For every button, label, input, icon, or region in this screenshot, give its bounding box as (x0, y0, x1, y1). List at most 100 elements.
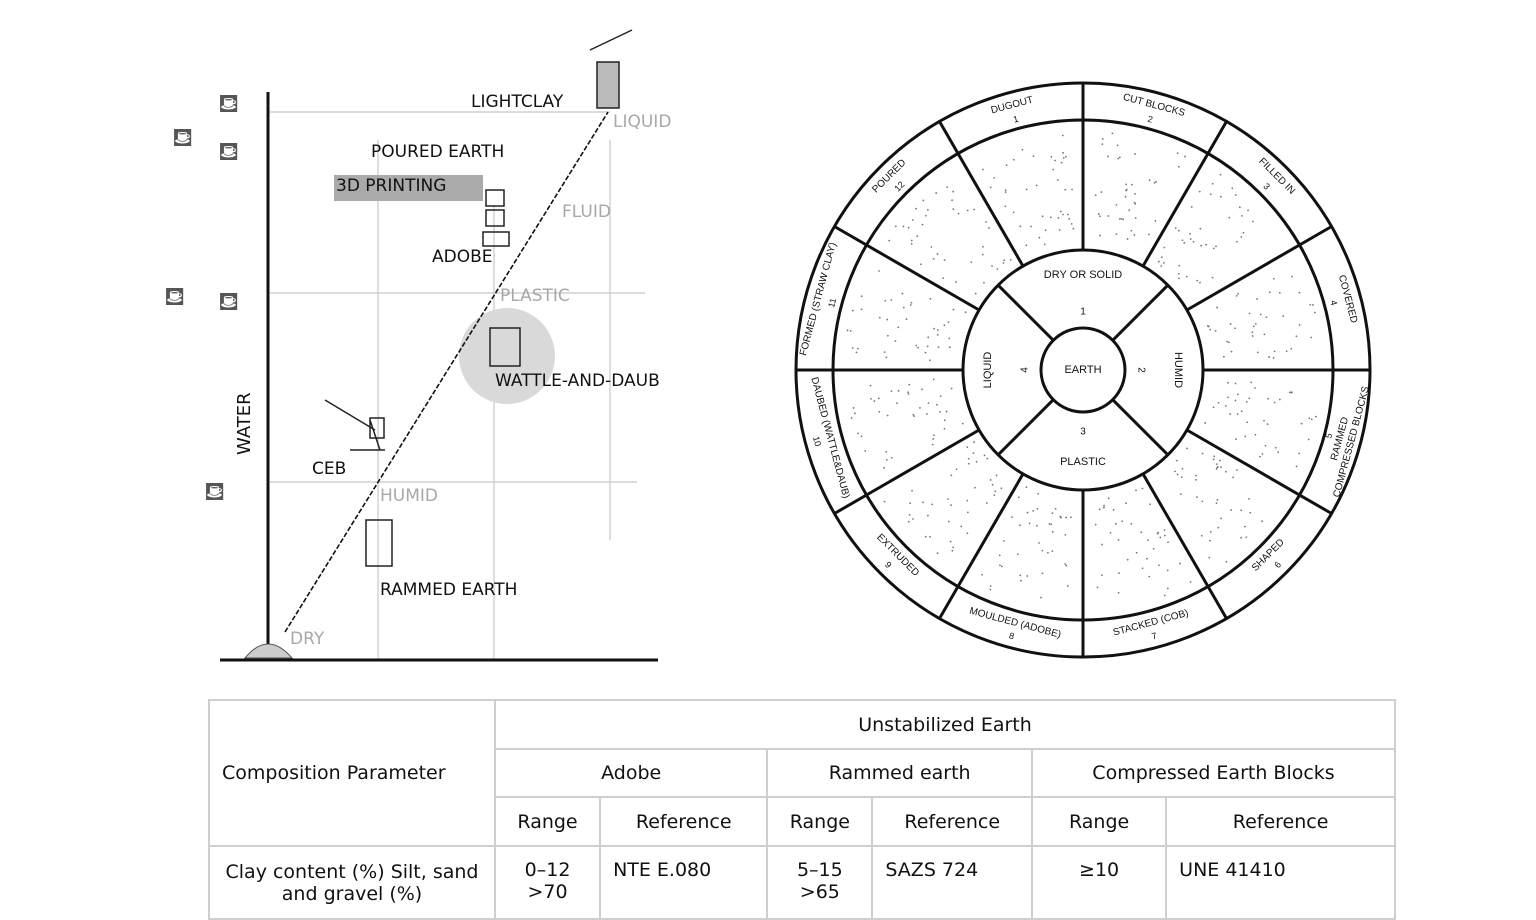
illustration-stipple (1178, 264, 1181, 267)
technique-label: FILLED IN (1256, 156, 1297, 197)
state-divider (997, 398, 1055, 456)
illustration-stipple (1176, 473, 1179, 476)
illustration-stipple (1312, 304, 1314, 306)
illustration-stipple (1219, 195, 1222, 198)
illustration-stipple (886, 414, 889, 417)
illustration-stipple (907, 226, 910, 229)
illustration-stipple (955, 468, 958, 471)
illustration-stipple (922, 501, 924, 504)
state-number: 3 (1080, 427, 1086, 438)
illustration-stipple (1114, 522, 1117, 525)
illustration-stipple (1309, 303, 1312, 306)
illustration-stipple (878, 410, 881, 413)
illustration-stipple (1228, 341, 1230, 344)
range-header: Range (766, 796, 874, 847)
rammed-range: >65 (799, 881, 840, 903)
illustration-stipple (1235, 294, 1238, 297)
illustration-stipple (1003, 259, 1005, 262)
illustration-stipple (1295, 335, 1298, 338)
illustration-stipple (1231, 187, 1234, 190)
illustration-stipple (1186, 447, 1188, 450)
state-divider (1111, 284, 1169, 342)
illustration-stipple (1199, 227, 1202, 230)
state-label: LIQUID (982, 352, 994, 389)
illustration-stipple (943, 259, 946, 262)
illustration-stipple (877, 397, 880, 400)
illustration-stipple (950, 474, 953, 477)
illustration-stipple (1041, 572, 1044, 575)
illustration-stipple (910, 301, 913, 304)
illustration-stipple (1041, 215, 1044, 218)
illustration-stipple (857, 432, 859, 435)
lightclay-form-icon (596, 61, 620, 109)
illustration-stipple (995, 474, 998, 477)
illustration-stipple (945, 410, 948, 413)
watering-can-icon: ⛾ (218, 137, 239, 167)
illustration-stipple (1261, 520, 1263, 523)
illustration-stipple (981, 573, 983, 576)
illustration-stipple (856, 347, 859, 350)
illustration-stipple (1124, 195, 1127, 198)
segment-divider (833, 428, 980, 515)
illustration-stipple (1134, 202, 1137, 205)
illustration-stipple (907, 393, 910, 395)
illustration-stipple (1036, 507, 1039, 510)
illustration-stipple (1200, 534, 1203, 537)
illustration-stipple (1019, 225, 1022, 228)
illustration-stipple (1134, 153, 1136, 155)
technique-number: 9 (883, 559, 894, 570)
material-adobe: Adobe (493, 748, 769, 798)
segment-divider (1186, 225, 1333, 312)
illustration-stipple (1134, 217, 1137, 219)
watering-can-icon: ⛾ (218, 287, 239, 317)
illustration-stipple (1184, 155, 1186, 158)
illustration-stipple (1109, 531, 1112, 534)
illustration-stipple (1066, 213, 1069, 216)
illustration-stipple (883, 466, 886, 469)
illustration-stipple (931, 503, 934, 506)
illustration-stipple (1251, 335, 1254, 337)
illustration-stipple (1012, 211, 1015, 214)
illustration-stipple (908, 513, 911, 516)
illustration-stipple (890, 456, 893, 459)
illustration-stipple (884, 299, 887, 302)
illustration-stipple (1107, 497, 1110, 500)
illustration-stipple (1220, 466, 1222, 469)
illustration-stipple (932, 378, 935, 381)
illustration-stipple (886, 334, 889, 337)
illustration-stipple (1185, 275, 1188, 278)
illustration-stipple (949, 540, 952, 543)
illustration-stipple (1236, 240, 1238, 243)
illustration-stipple (1048, 522, 1051, 525)
illustration-stipple (1117, 157, 1120, 160)
illustration-stipple (1140, 531, 1143, 534)
illustration-stipple (1148, 575, 1151, 578)
illustration-stipple (1005, 164, 1008, 167)
illustration-stipple (983, 454, 986, 457)
illustration-stipple (907, 520, 910, 523)
illustration-stipple (1252, 325, 1255, 328)
illustration-stipple (999, 564, 1001, 567)
illustration-stipple (1115, 233, 1118, 236)
illustration-stipple (955, 281, 957, 283)
illustration-stipple (952, 308, 955, 311)
illustration-stipple (1038, 236, 1041, 239)
illustration-stipple (917, 346, 919, 349)
illustration-stipple (1107, 155, 1109, 158)
segment-divider (833, 225, 980, 312)
illustration-stipple (1223, 355, 1225, 358)
illustration-stipple (1130, 183, 1133, 186)
illustration-stipple (870, 397, 872, 400)
adobe-range: >70 (527, 881, 568, 903)
ceb-range: ≥10 (1079, 859, 1120, 881)
illustration-stipple (989, 588, 992, 591)
illustration-stipple (1072, 227, 1075, 230)
illustration-stipple (1215, 468, 1218, 470)
illustration-stipple (967, 457, 970, 460)
illustration-stipple (1278, 398, 1281, 401)
illustration-stipple (1062, 157, 1065, 159)
illustration-stipple (952, 190, 955, 193)
illustration-stipple (1212, 247, 1215, 250)
illustration-stipple (1209, 193, 1212, 196)
state-divider (997, 284, 1055, 342)
